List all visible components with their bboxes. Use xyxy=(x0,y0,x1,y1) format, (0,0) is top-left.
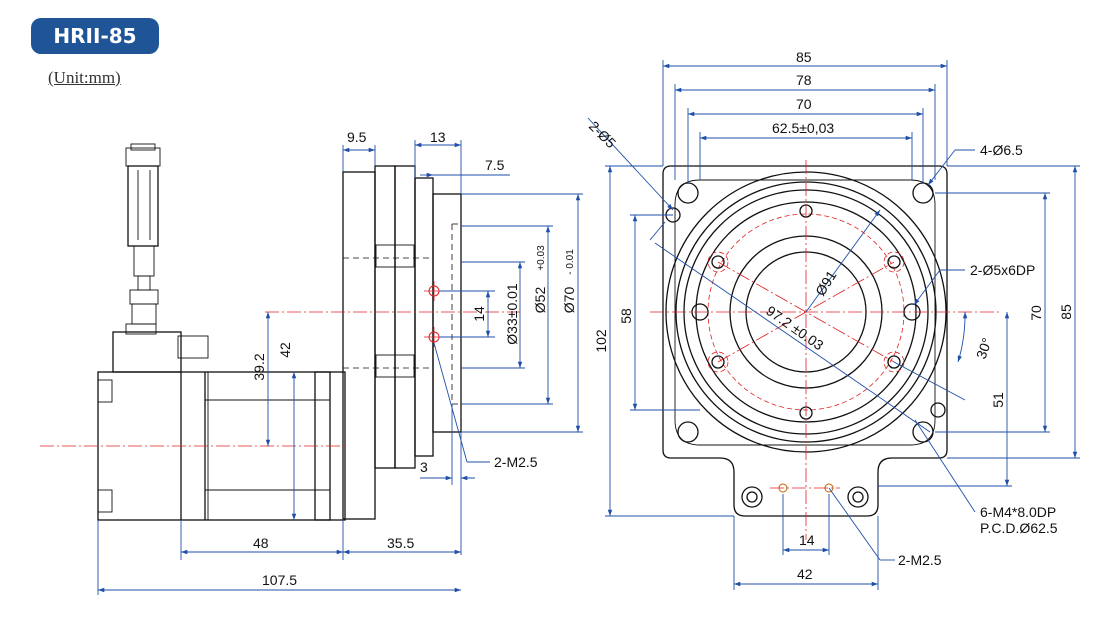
dim-d70: Ø70 xyxy=(561,287,577,314)
dim-62-5: 62.5±0,03 xyxy=(772,120,834,136)
reducer-body xyxy=(342,165,462,520)
unit-label: (Unit:mm) xyxy=(48,68,121,87)
mount-hole-tl xyxy=(677,182,699,204)
dim-58: 58 xyxy=(618,308,634,324)
label-2-d5x6dp: 2-Ø5x6DP xyxy=(970,262,1035,278)
mount-hole-tr xyxy=(912,182,934,204)
dim-7-5: 7.5 xyxy=(485,157,505,173)
motor-body xyxy=(97,331,346,521)
dim-39-2: 39.2 xyxy=(251,353,267,380)
dim-70-width: 70 xyxy=(796,96,812,112)
m4-holes xyxy=(707,204,905,420)
dim-42-vertical: 42 xyxy=(277,342,293,358)
label-97-2: 97.2 ±0.03 xyxy=(763,302,826,353)
dim-85-height: 85 xyxy=(1058,304,1074,320)
dim-78: 78 xyxy=(796,72,812,88)
dim-9-5: 9.5 xyxy=(347,129,367,145)
label-d91: Ø91 xyxy=(812,267,840,298)
dim-35-5: 35.5 xyxy=(387,535,414,551)
front-flange-outline xyxy=(662,165,948,517)
label-pcd: P.C.D.Ø62.5 xyxy=(980,520,1058,536)
dim-107-5: 107.5 xyxy=(262,572,297,588)
model-badge: HRII-85 xyxy=(31,18,159,54)
cable-connector xyxy=(125,143,161,335)
dim-85-width: 85 xyxy=(796,49,812,65)
dim-14-vertical: 14 xyxy=(471,306,487,322)
mount-hole-br xyxy=(912,421,934,443)
dim-d52-tolerance: +0.03 xyxy=(536,245,547,271)
label-4-d6-5: 4-Ø6.5 xyxy=(980,142,1023,158)
label-6-m4: 6-M4*8.0DP xyxy=(980,504,1056,520)
dim-42-horizontal: 42 xyxy=(797,566,813,582)
dim-51: 51 xyxy=(990,392,1006,408)
front-view: 85 78 70 62.5±0,03 2-Ø5 4-Ø6.5 2-Ø5x6DP … xyxy=(586,49,1080,590)
dim-3: 3 xyxy=(420,459,428,475)
label-2-m2-5-side: 2-M2.5 xyxy=(494,454,538,470)
label-2-m2-5-front: 2-M2.5 xyxy=(898,552,942,568)
side-view: 9.5 13 7.5 39.2 42 14 Ø33±0.01 Ø52 +0.03… xyxy=(40,129,583,595)
label-30-deg: 30° xyxy=(973,336,995,361)
dim-d33: Ø33±0.01 xyxy=(504,283,520,345)
mount-hole-bl xyxy=(677,421,699,443)
dim-13: 13 xyxy=(430,129,446,145)
dim-102: 102 xyxy=(593,329,609,353)
dim-48: 48 xyxy=(253,535,269,551)
dim-70-height: 70 xyxy=(1028,305,1044,321)
dim-14-horizontal: 14 xyxy=(799,532,815,548)
dim-d52: Ø52 xyxy=(532,287,548,314)
dim-d70-tolerance: - 0.01 xyxy=(565,249,576,275)
